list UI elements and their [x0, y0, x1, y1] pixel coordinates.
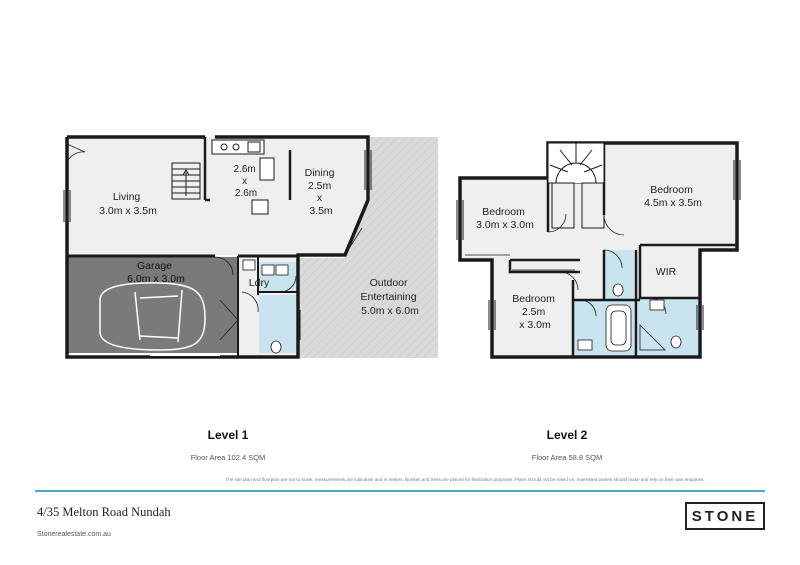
bathroom-fixtures-level-2: [577, 283, 682, 352]
stairs-level-1: [171, 162, 201, 200]
level-1-floor-area: Floor Area 102.4 SQM: [190, 453, 266, 462]
doors-level-2: [547, 213, 667, 317]
car-icon: [99, 282, 206, 351]
property-address: 4/35 Melton Road Nundah: [37, 505, 171, 519]
wardrobes-level-2: [465, 254, 575, 271]
dining-label: Dining 2.5m x 3.5m: [305, 167, 338, 217]
wir-label: WIR: [656, 266, 677, 278]
bedroom-2-label: Bedroom 3.0m x 3.0m: [476, 206, 534, 231]
living-label: Living 3.0m x 3.5m: [99, 191, 157, 217]
windows-level-2: [456, 160, 741, 330]
bedroom-1-label: Bedroom 4.5m x 3.5m: [644, 184, 702, 209]
laundry-label: Ldry: [249, 277, 270, 289]
living-dining-floor: [67, 137, 368, 255]
wc-level-2-wet-area: [638, 298, 698, 355]
level-2-floor-area: Floor Area 58.8 SQM: [531, 453, 603, 462]
agency-website-link[interactable]: Stonerealestate.com.au: [37, 531, 111, 538]
stairs-level-2: [547, 142, 605, 229]
doors-level-1: [66, 143, 363, 341]
laundry-fixtures: [242, 259, 289, 354]
windows-level-1: [63, 150, 372, 356]
disclaimer-text: The site plan and floorplan are not to s…: [225, 477, 705, 482]
stone-logo: STONE: [685, 502, 765, 530]
level-1-plan: [63, 135, 438, 359]
room-labels: Living 3.0m x 3.5m 2.6m x 2.6m Dining 2.…: [99, 164, 702, 331]
level-2-plan: [456, 141, 741, 359]
outdoor-entertaining-area: [298, 137, 438, 358]
outdoor-entertaining-label: Outdoor Entertaining 5.0m x 6.0m: [361, 277, 420, 317]
kitchen-benches: [211, 139, 275, 215]
kitchen-label: 2.6m x 2.6m: [233, 164, 258, 199]
bedroom-3-label: Bedroom 2.5m x 3.0m: [512, 293, 558, 331]
level-1-title: Level 1: [207, 428, 249, 442]
footer-divider: [35, 490, 765, 492]
garage-label: Garage 6.0m x 3.0m: [127, 260, 185, 285]
level-2-title: Level 2: [546, 428, 588, 442]
